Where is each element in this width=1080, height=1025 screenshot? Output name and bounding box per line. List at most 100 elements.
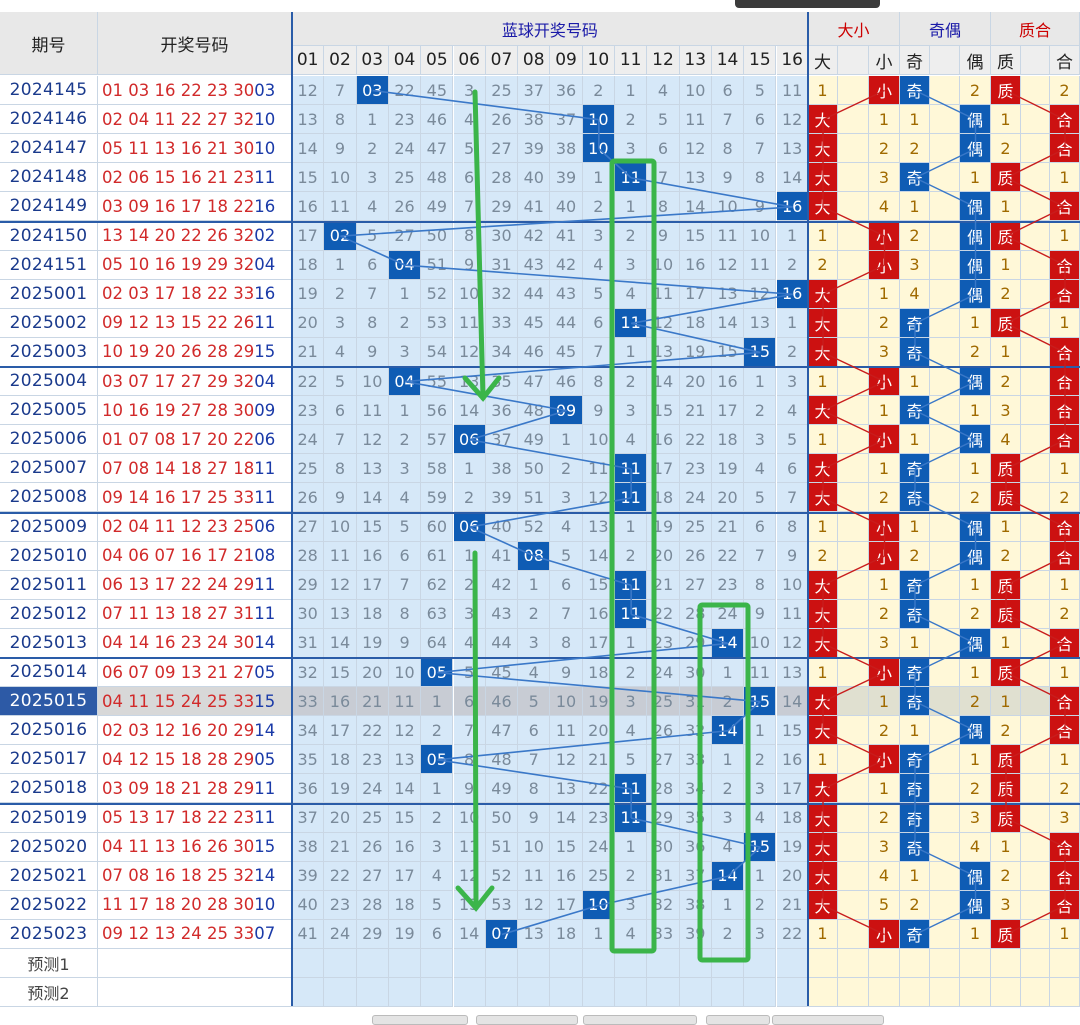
- blue-column-header-11[interactable]: 11: [615, 46, 648, 75]
- blue-column-header-01[interactable]: 01: [292, 46, 325, 75]
- blue-column-header-02[interactable]: 02: [324, 46, 357, 75]
- prediction-numbers[interactable]: [98, 978, 292, 1008]
- prediction-size-cell[interactable]: [838, 978, 869, 1008]
- period-cell[interactable]: 2025021: [0, 861, 98, 891]
- prediction-blue-cell[interactable]: [550, 949, 583, 979]
- period-cell[interactable]: 2025001: [0, 279, 98, 309]
- period-cell[interactable]: 2025014: [0, 658, 98, 688]
- prediction-size-cell[interactable]: [808, 978, 838, 1008]
- period-cell[interactable]: 2025013: [0, 628, 98, 658]
- prediction-blue-cell[interactable]: [776, 978, 809, 1008]
- prediction-blue-cell[interactable]: [453, 978, 486, 1008]
- prediction-blue-cell[interactable]: [582, 949, 615, 979]
- blue-column-header-09[interactable]: 09: [550, 46, 583, 75]
- period-cell[interactable]: 2025016: [0, 716, 98, 746]
- blue-column-header-16[interactable]: 16: [776, 46, 809, 75]
- period-cell[interactable]: 2025019: [0, 803, 98, 833]
- period-cell[interactable]: 2025018: [0, 774, 98, 804]
- prediction-blue-cell[interactable]: [647, 949, 680, 979]
- prediction-blue-cell[interactable]: [679, 978, 712, 1008]
- prediction-prime-cell[interactable]: [991, 978, 1021, 1008]
- period-cell[interactable]: 2024149: [0, 192, 98, 222]
- prediction-blue-cell[interactable]: [485, 949, 519, 979]
- bottom-tab-button[interactable]: [772, 1015, 884, 1025]
- period-cell[interactable]: 2025002: [0, 308, 98, 338]
- prediction-blue-cell[interactable]: [292, 978, 325, 1008]
- prediction-blue-cell[interactable]: [679, 949, 712, 979]
- prediction-size-cell[interactable]: [808, 949, 838, 979]
- prediction-blue-cell[interactable]: [711, 978, 745, 1008]
- prediction-size-cell[interactable]: [838, 949, 869, 979]
- period-cell[interactable]: 2024148: [0, 163, 98, 193]
- blue-column-header-05[interactable]: 05: [421, 46, 454, 75]
- bottom-tab-button[interactable]: [372, 1015, 468, 1025]
- prediction-blue-cell[interactable]: [324, 949, 357, 979]
- period-cell[interactable]: 2025006: [0, 425, 98, 455]
- prediction-blue-cell[interactable]: [518, 949, 551, 979]
- period-cell[interactable]: 2025023: [0, 919, 98, 949]
- period-cell[interactable]: 2025010: [0, 541, 98, 571]
- prediction-parity-cell[interactable]: [900, 949, 930, 979]
- period-cell[interactable]: 2024151: [0, 250, 98, 280]
- period-cell[interactable]: 2024146: [0, 105, 98, 135]
- prediction-blue-cell[interactable]: [776, 949, 809, 979]
- prediction-blue-cell[interactable]: [518, 978, 551, 1008]
- prediction-parity-cell[interactable]: [900, 978, 930, 1008]
- prediction-blue-cell[interactable]: [647, 978, 680, 1008]
- blue-column-header-03[interactable]: 03: [356, 46, 389, 75]
- prediction-parity-cell[interactable]: [960, 949, 991, 979]
- blue-column-header-07[interactable]: 07: [485, 46, 519, 75]
- prediction-blue-cell[interactable]: [324, 978, 357, 1008]
- prediction-blue-cell[interactable]: [356, 978, 389, 1008]
- blue-column-header-04[interactable]: 04: [388, 46, 422, 75]
- period-cell[interactable]: 2025005: [0, 396, 98, 426]
- period-cell[interactable]: 2024145: [0, 76, 98, 106]
- prediction-size-cell[interactable]: [869, 978, 900, 1008]
- prediction-blue-cell[interactable]: [485, 978, 519, 1008]
- prediction-parity-cell[interactable]: [930, 949, 960, 979]
- prediction-numbers[interactable]: [98, 949, 292, 979]
- blue-column-header-12[interactable]: 12: [647, 46, 680, 75]
- bottom-tab-button[interactable]: [706, 1015, 770, 1025]
- prediction-blue-cell[interactable]: [292, 949, 325, 979]
- period-cell[interactable]: 2025003: [0, 337, 98, 367]
- prediction-parity-cell[interactable]: [960, 978, 991, 1008]
- prediction-blue-cell[interactable]: [421, 978, 454, 1008]
- blue-column-header-13[interactable]: 13: [679, 46, 712, 75]
- period-cell[interactable]: 2024150: [0, 221, 98, 251]
- prediction-blue-cell[interactable]: [615, 949, 648, 979]
- prediction-blue-cell[interactable]: [388, 949, 422, 979]
- period-cell[interactable]: 2025004: [0, 367, 98, 397]
- prediction-blue-cell[interactable]: [421, 949, 454, 979]
- blue-column-header-14[interactable]: 14: [711, 46, 745, 75]
- prediction-blue-cell[interactable]: [550, 978, 583, 1008]
- prediction-prime-cell[interactable]: [991, 949, 1021, 979]
- prediction-prime-cell[interactable]: [1050, 949, 1080, 979]
- blue-column-header-06[interactable]: 06: [453, 46, 486, 75]
- prediction-prime-cell[interactable]: [1050, 978, 1080, 1008]
- prediction-blue-cell[interactable]: [744, 978, 777, 1008]
- blue-column-header-10[interactable]: 10: [582, 46, 615, 75]
- period-cell[interactable]: 2025012: [0, 599, 98, 629]
- prediction-blue-cell[interactable]: [615, 978, 648, 1008]
- bottom-tab-button[interactable]: [476, 1015, 578, 1025]
- period-cell[interactable]: 2025008: [0, 483, 98, 513]
- prediction-blue-cell[interactable]: [711, 949, 745, 979]
- blue-column-header-08[interactable]: 08: [518, 46, 551, 75]
- prediction-blue-cell[interactable]: [453, 949, 486, 979]
- period-cell[interactable]: 2025017: [0, 745, 98, 775]
- prediction-parity-cell[interactable]: [930, 978, 960, 1008]
- period-cell[interactable]: 2025022: [0, 890, 98, 920]
- period-cell[interactable]: 2024147: [0, 134, 98, 164]
- prediction-blue-cell[interactable]: [744, 949, 777, 979]
- prediction-size-cell[interactable]: [869, 949, 900, 979]
- prediction-blue-cell[interactable]: [356, 949, 389, 979]
- period-cell[interactable]: 2025011: [0, 570, 98, 600]
- period-cell[interactable]: 2025020: [0, 832, 98, 862]
- period-cell[interactable]: 2025015: [0, 687, 98, 717]
- prediction-blue-cell[interactable]: [388, 978, 422, 1008]
- period-cell[interactable]: 2025007: [0, 454, 98, 484]
- blue-column-header-15[interactable]: 15: [744, 46, 777, 75]
- prediction-blue-cell[interactable]: [582, 978, 615, 1008]
- prediction-prime-cell[interactable]: [1021, 978, 1050, 1008]
